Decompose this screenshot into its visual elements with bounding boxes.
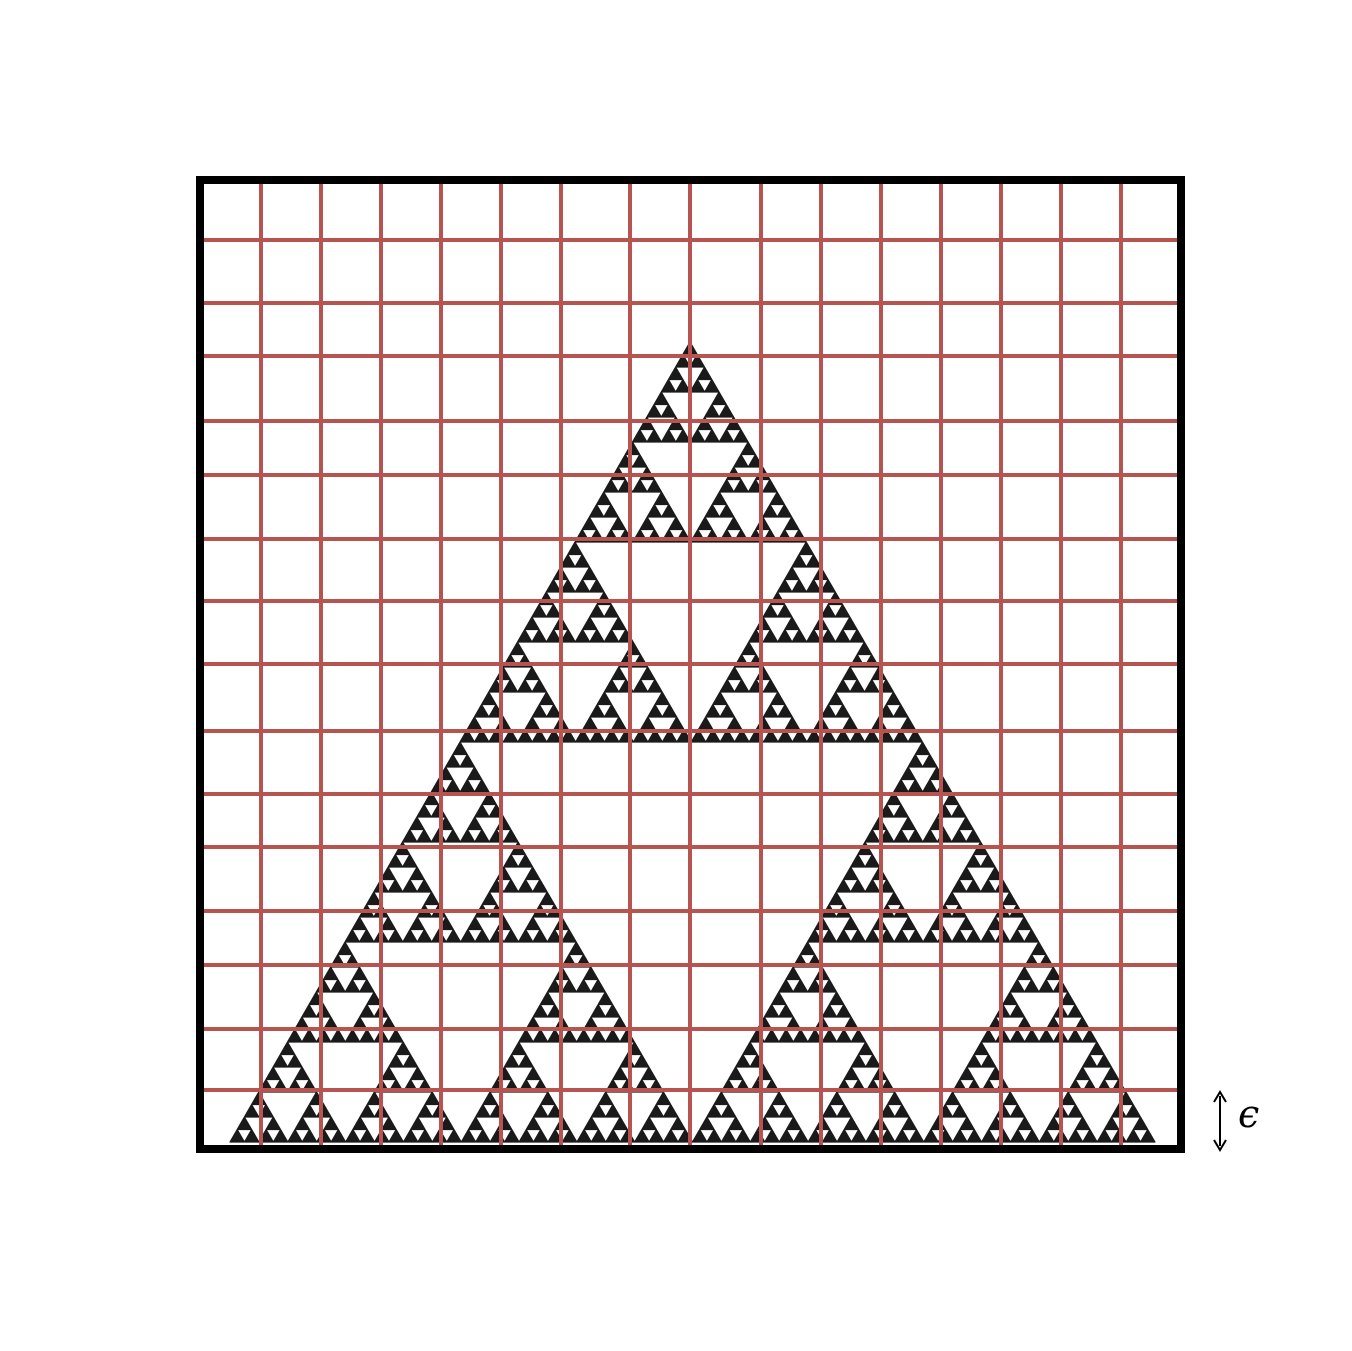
bounding-box-frame — [196, 176, 1185, 1153]
epsilon-label: ϵ — [1238, 1092, 1259, 1136]
box-grid — [200, 180, 1181, 1149]
epsilon-arrow-up-head — [1213, 1090, 1227, 1103]
epsilon-scale-indicator: ϵ — [1213, 1090, 1259, 1152]
epsilon-arrow-down-head — [1213, 1139, 1227, 1152]
